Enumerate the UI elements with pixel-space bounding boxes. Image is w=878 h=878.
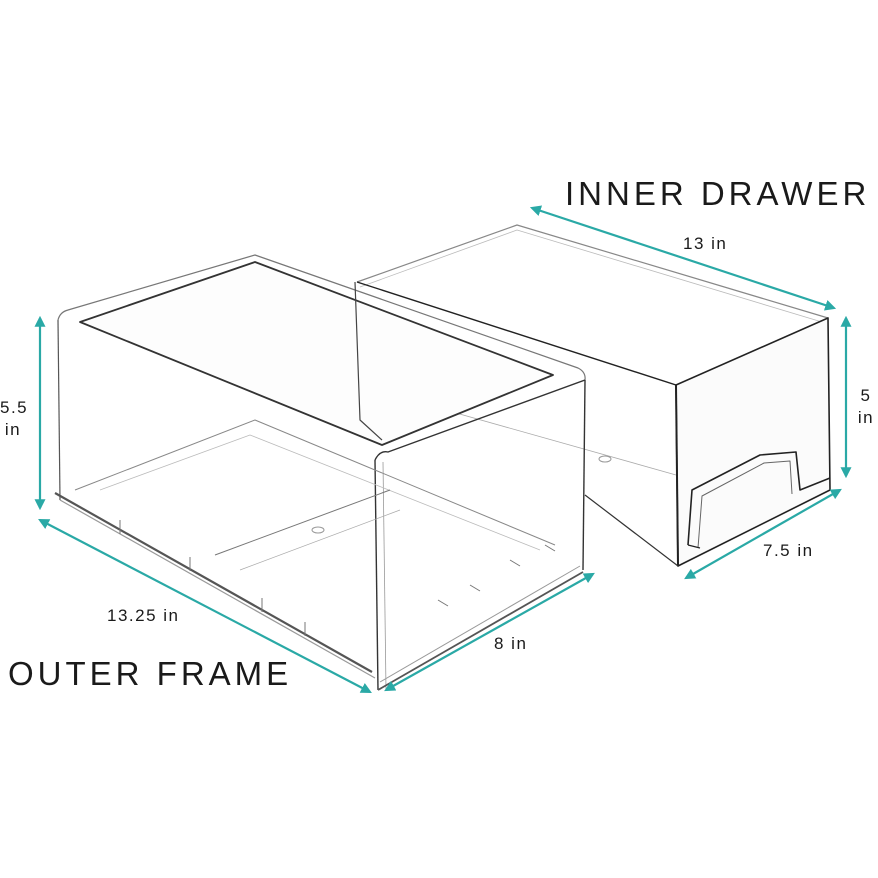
outer-frame-title: OUTER FRAME (8, 655, 293, 692)
dimension-arrows (34, 205, 852, 694)
inner-height-label: 5 in (854, 385, 878, 429)
outer-length-arrow (38, 518, 372, 694)
outer-length-label: 13.25 in (107, 606, 180, 625)
inner-height-unit: in (857, 408, 875, 427)
inner-height-value: 5 (860, 386, 872, 405)
outer-width-arrow (384, 572, 595, 692)
outer-width-label: 8 in (494, 634, 528, 653)
outer-height-value: 5.5 (0, 398, 29, 417)
inner-drawer-title: INNER DRAWER (565, 175, 871, 212)
inner-length-label: 13 in (683, 234, 728, 253)
inner-width-label: 7.5 in (763, 541, 814, 560)
inner-width-arrow (684, 488, 842, 580)
outer-height-unit: in (4, 420, 22, 439)
outer-height-label: 5.5 in (0, 397, 29, 441)
inner-length-arrow (529, 205, 837, 311)
